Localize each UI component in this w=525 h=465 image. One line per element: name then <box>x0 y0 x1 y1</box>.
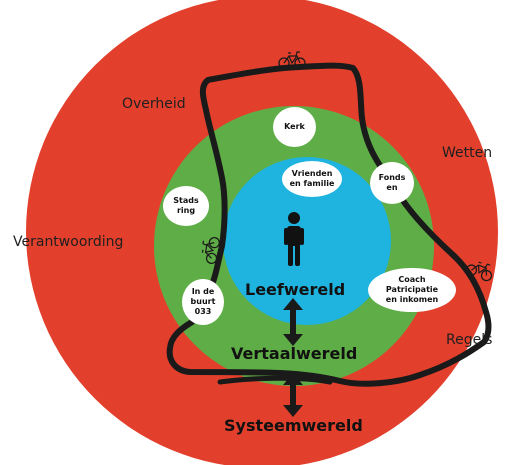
stadsring-bubble: Stads ring <box>163 186 209 226</box>
kerk-label: Kerk <box>284 122 305 131</box>
systeemwereld-label: Systeemwereld <box>224 416 363 435</box>
buurt-bubble: In de buurt 033 <box>182 279 224 325</box>
vrienden-bubble: Vrienden en familie <box>282 161 342 197</box>
coach-bubble: Coach Patricipatie en inkomen <box>368 268 456 312</box>
person-icon <box>284 212 304 266</box>
double-arrow-icon <box>283 298 303 346</box>
fondsen-bubble: Fonds en <box>370 162 414 204</box>
buurt-label: In de buurt 033 <box>190 287 216 316</box>
vertaalwereld-label: Vertaalwereld <box>231 344 358 363</box>
double-arrow-icon <box>283 373 303 417</box>
stadsring-label: Stads ring <box>173 196 199 215</box>
leefwereld-circle <box>223 157 391 325</box>
route-line <box>166 62 492 387</box>
fondsen-label: Fonds en <box>378 173 406 192</box>
route-line-extension <box>217 375 333 385</box>
kerk-bubble: Kerk <box>273 107 316 147</box>
vrienden-label: Vrienden en familie <box>289 169 335 188</box>
overheid-label: Overheid <box>122 96 186 112</box>
coach-label: Coach Patricipatie en inkomen <box>385 275 439 304</box>
leefwereld-label: Leefwereld <box>245 280 346 299</box>
verantwoording-label: Verantwoording <box>13 234 124 250</box>
wetten-label: Wetten <box>442 145 493 161</box>
regels-label: Regels <box>446 332 493 348</box>
